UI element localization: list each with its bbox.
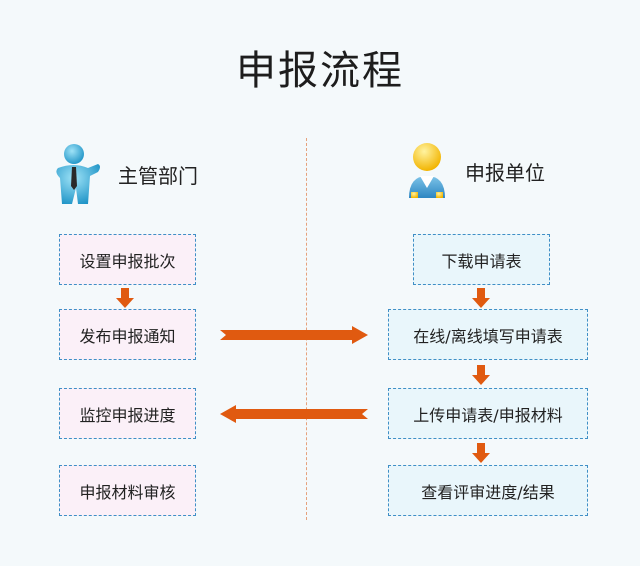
left-role-label: 主管部门 bbox=[118, 163, 198, 188]
step-publish-notice: 发布申报通知 bbox=[59, 309, 196, 360]
step-monitor-progress: 监控申报进度 bbox=[59, 388, 196, 439]
step-fill-form: 在线/离线填写申请表 bbox=[388, 309, 588, 360]
applicant-person-icon bbox=[405, 142, 449, 200]
right-role-label: 申报单位 bbox=[465, 160, 545, 185]
left-role-header: 主管部门 bbox=[52, 142, 198, 206]
manager-person-icon bbox=[52, 142, 102, 206]
right-role-header: 申报单位 bbox=[405, 142, 545, 200]
step-set-batch: 设置申报批次 bbox=[59, 234, 196, 285]
left-arrow-progress bbox=[220, 405, 368, 423]
step-review-materials: 申报材料审核 bbox=[59, 465, 196, 516]
down-arrow-right-1 bbox=[472, 288, 490, 308]
step-download-form: 下载申请表 bbox=[413, 234, 550, 285]
down-arrow-left-1 bbox=[116, 288, 134, 308]
down-arrow-right-2 bbox=[472, 365, 490, 385]
page-title: 申报流程 bbox=[236, 48, 404, 94]
right-arrow-notice bbox=[220, 326, 368, 344]
center-divider bbox=[306, 138, 307, 520]
step-check-result: 查看评审进度/结果 bbox=[388, 465, 588, 516]
step-upload-materials: 上传申请表/申报材料 bbox=[388, 388, 588, 439]
down-arrow-right-3 bbox=[472, 443, 490, 463]
